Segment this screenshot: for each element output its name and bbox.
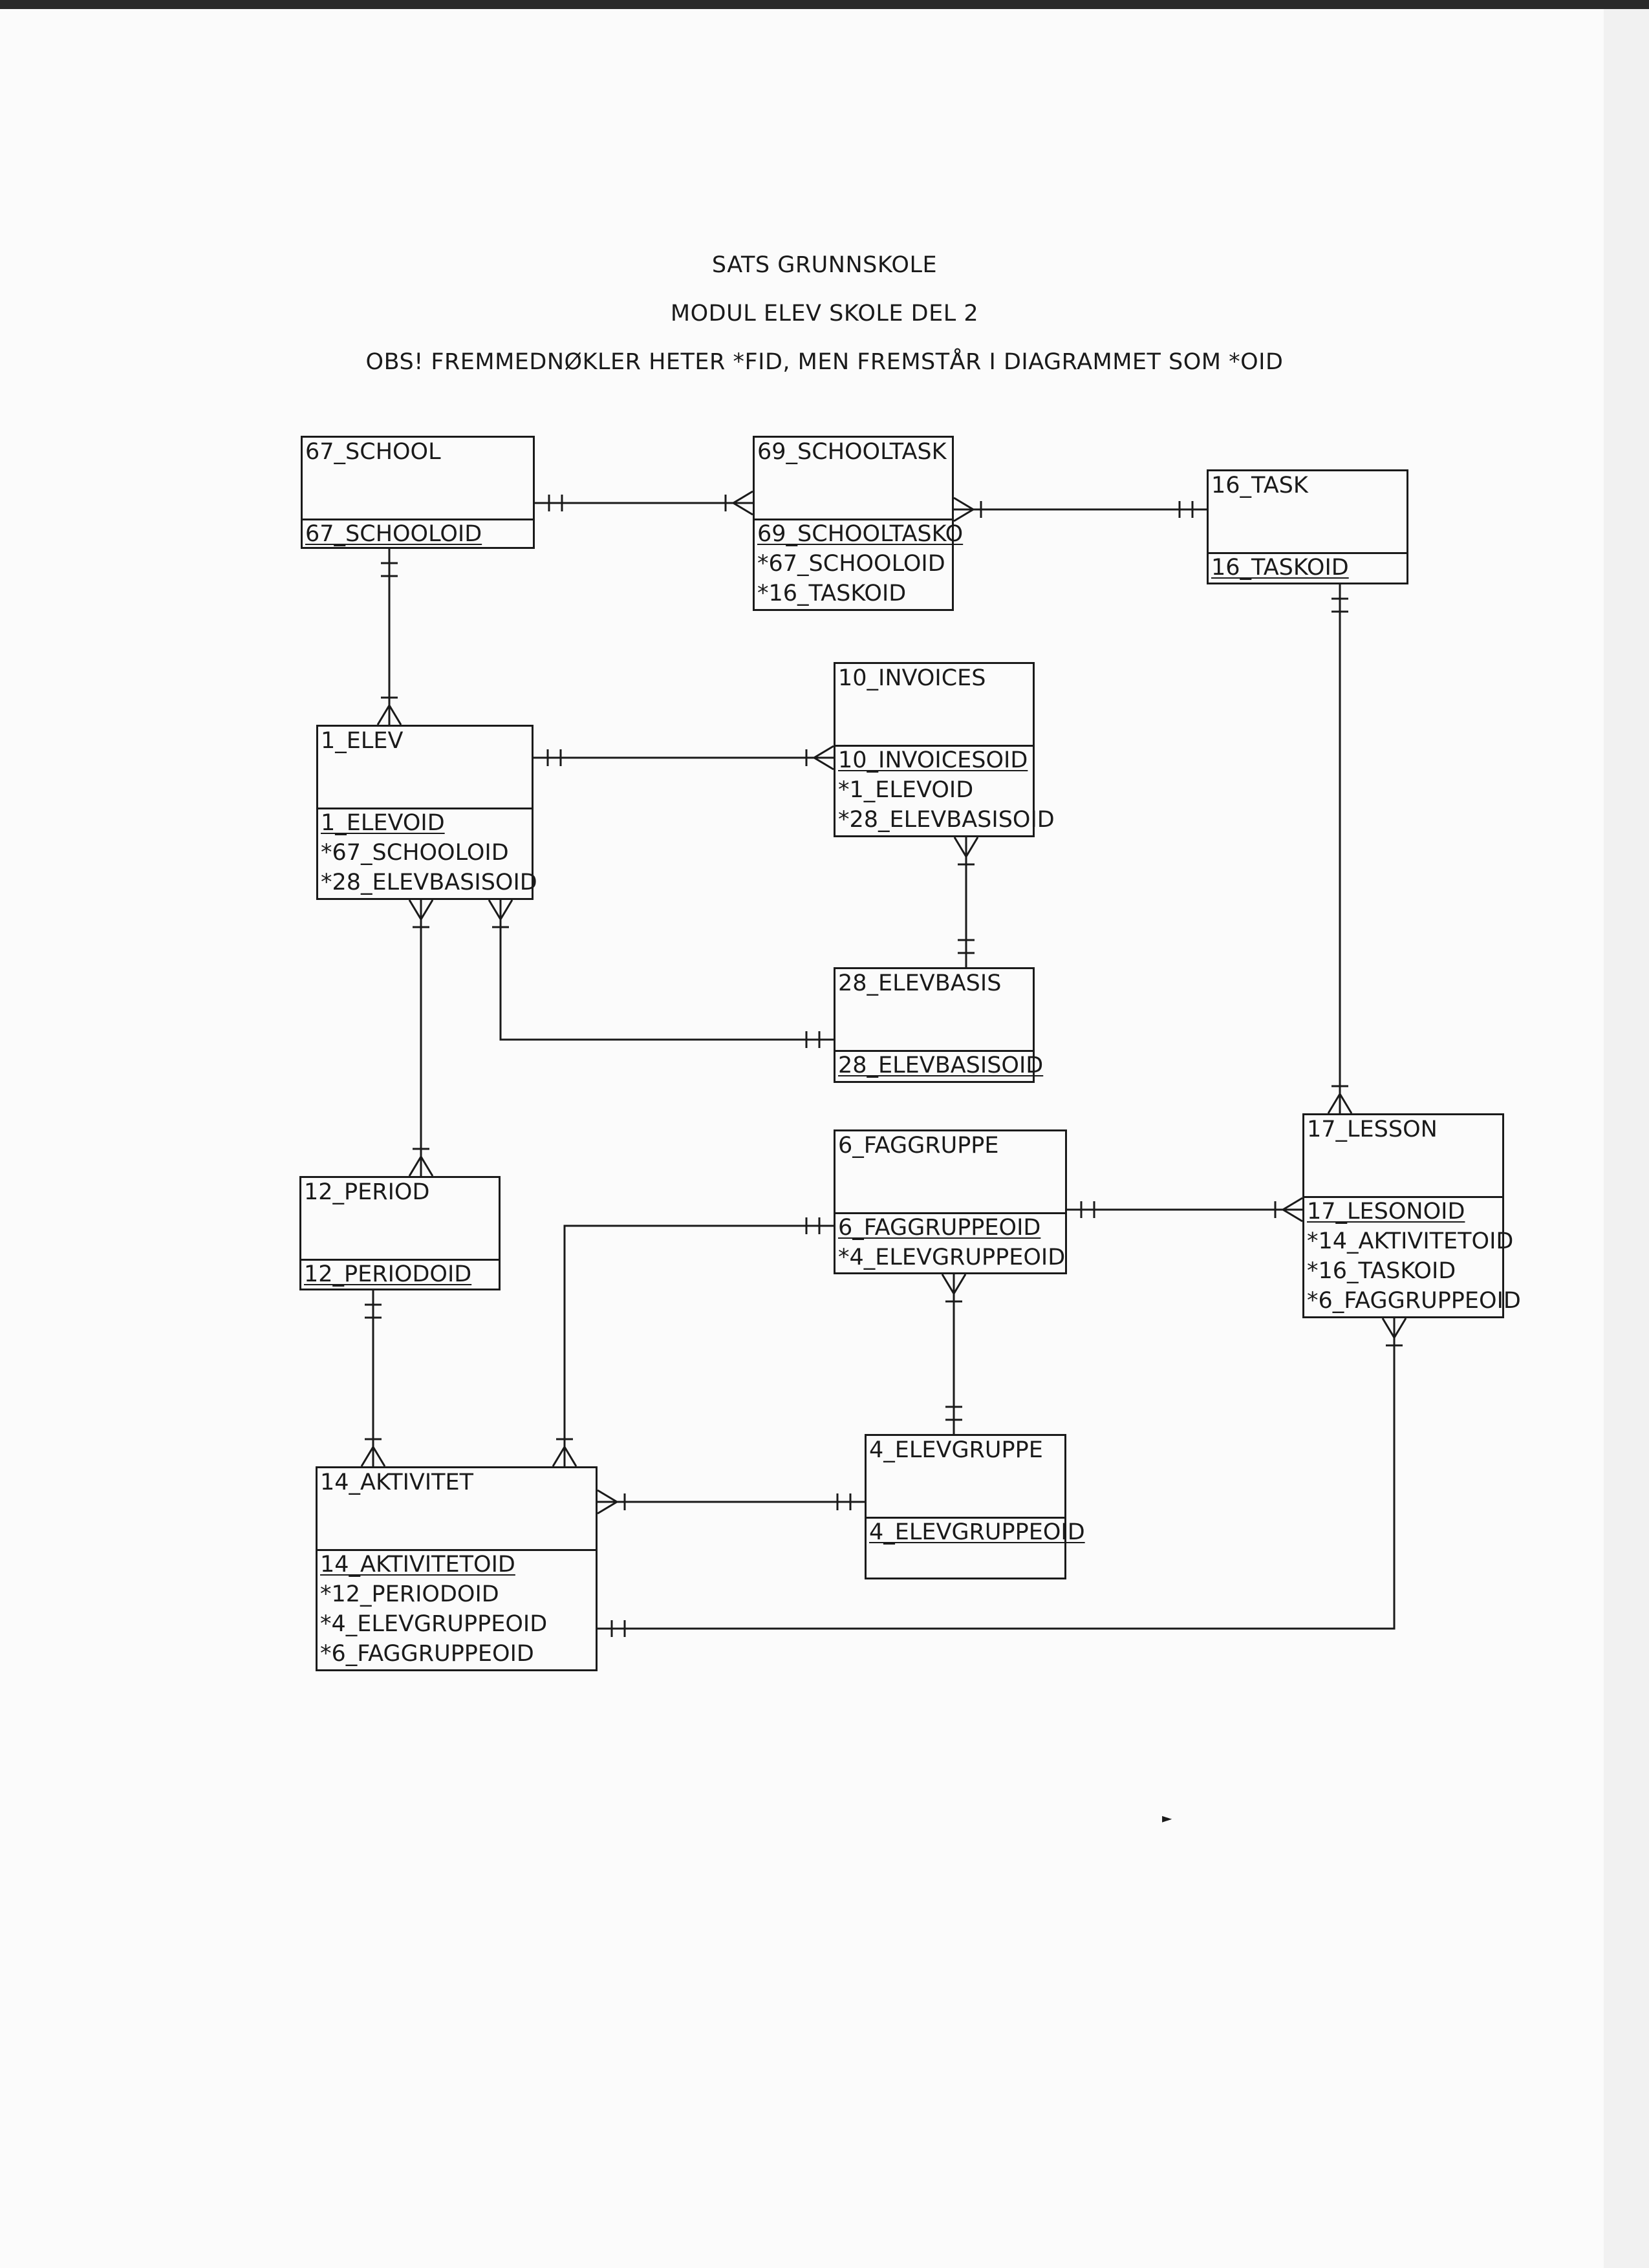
entity-period: 12_PERIOD 12_PERIODOID: [299, 1176, 501, 1290]
entity-name: 67_SCHOOL: [305, 439, 441, 465]
entity-divider: [1209, 552, 1406, 554]
many-crowfoot: [941, 1274, 967, 1296]
entity-name: 6_FAGGRUPPE: [838, 1133, 999, 1159]
entity-attributes: 67_SCHOOLOID: [305, 519, 533, 549]
primary-key: 28_ELEVBASISOID: [838, 1053, 1044, 1078]
entity-attributes: 4_ELEVGRUPPEOID: [869, 1517, 1085, 1547]
diagram-subtitle: MODUL ELEV SKOLE DEL 2: [670, 301, 979, 326]
foreign-key: *28_ELEVBASISOID: [838, 807, 1055, 833]
entity-name: 17_LESSON: [1307, 1117, 1438, 1142]
foreign-key: *1_ELEVOID: [838, 777, 974, 803]
foreign-key: *28_ELEVBASISOID: [321, 870, 537, 895]
entity-attributes: 16_TASKOID: [1211, 553, 1406, 583]
entity-divider: [318, 808, 532, 809]
entity-school: 67_SCHOOL 67_SCHOOLOID: [301, 436, 535, 549]
many-crowfoot: [731, 490, 753, 516]
many-crowfoot: [953, 497, 975, 522]
many-crowfoot: [376, 703, 402, 725]
entity-attributes: 14_AKTIVITETOID *12_PERIODOID *4_ELEVGRUPP…: [320, 1550, 596, 1669]
many-crowfoot: [1381, 1318, 1407, 1340]
foreign-key: *6_FAGGRUPPEOID: [320, 1641, 534, 1667]
entity-elevbasis: 28_ELEVBASIS 28_ELEVBASISOID: [834, 967, 1044, 1083]
many-crowfoot: [597, 1489, 619, 1515]
diagram-note: OBS! FREMMEDNØKLER HETER *FID, MEN FREMS…: [365, 349, 1284, 375]
entity-divider: [835, 1212, 1065, 1214]
entity-name: 28_ELEVBASIS: [838, 970, 1002, 996]
entity-lesson: 17_LESSON 17_LESONOID *14_AKTIVITETOID *16_…: [1302, 1113, 1521, 1318]
entity-name: 12_PERIOD: [304, 1179, 430, 1205]
stray-arrow-mark: ►: [1162, 1810, 1172, 1826]
many-crowfoot: [488, 899, 513, 921]
many-crowfoot: [408, 1155, 434, 1177]
foreign-key: *14_AKTIVITETOID: [1307, 1228, 1514, 1254]
entity-attributes: 10_INVOICESOID *1_ELEVOID *28_ELEVBASISOID: [838, 745, 1055, 835]
many-crowfoot: [1281, 1197, 1303, 1223]
entity-divider: [1304, 1196, 1502, 1198]
entity-attributes: 6_FAGGRUPPEOID *4_ELEVGRUPPEOID: [838, 1213, 1065, 1272]
entity-divider: [318, 1549, 596, 1551]
relationship-aktivitet-lesson: [598, 1318, 1396, 1630]
diagram-title: SATS GRUNNSKOLE: [711, 252, 938, 278]
entity-divider: [867, 1517, 1064, 1519]
many-crowfoot: [552, 1445, 577, 1467]
entity-faggruppe: 6_FAGGRUPPE 6_FAGGRUPPEOID *4_ELEVGRUPPEOI…: [834, 1129, 1067, 1274]
entity-attributes: 1_ELEVOID *67_SCHOOLOID *28_ELEVBASISOID: [321, 808, 537, 897]
foreign-key: *16_TASKOID: [1307, 1258, 1456, 1284]
entity-divider: [835, 1050, 1033, 1052]
entity-divider: [755, 519, 952, 520]
primary-key: 6_FAGGRUPPEOID: [838, 1215, 1041, 1241]
entity-attributes: 28_ELEVBASISOID: [838, 1051, 1044, 1080]
entity-name: 1_ELEV: [321, 728, 404, 754]
primary-key: 4_ELEVGRUPPEOID: [869, 1519, 1085, 1545]
primary-key: 10_INVOICESOID: [838, 747, 1028, 773]
primary-key: 1_ELEVOID: [321, 810, 445, 836]
foreign-key: *12_PERIODOID: [320, 1581, 499, 1607]
entity-name: 69_SCHOOLTASK: [757, 439, 947, 465]
entity-attributes: 69_SCHOOLTASKO *67_SCHOOLOID *16_TASKOID: [757, 519, 964, 608]
entity-divider: [835, 745, 1033, 747]
many-crowfoot: [408, 899, 434, 921]
scan-edge-top: [0, 0, 1649, 9]
entity-attributes: 17_LESONOID *14_AKTIVITETOID *16_TASKOID *6…: [1307, 1197, 1521, 1316]
entity-name: 16_TASK: [1211, 473, 1308, 498]
entity-name: 14_AKTIVITET: [320, 1470, 474, 1495]
entity-invoices: 10_INVOICES 10_INVOICESOID *1_ELEVOID *28_E…: [834, 662, 1055, 837]
primary-key: 67_SCHOOLOID: [305, 521, 482, 547]
entity-divider: [303, 519, 533, 520]
foreign-key: *4_ELEVGRUPPEOID: [838, 1245, 1066, 1270]
entity-elevgruppe: 4_ELEVGRUPPE 4_ELEVGRUPPEOID: [865, 1434, 1085, 1579]
entity-aktivitet: 14_AKTIVITET 14_AKTIVITETOID *12_PERIODOID…: [316, 1466, 598, 1671]
primary-key: 12_PERIODOID: [304, 1261, 472, 1287]
entity-divider: [301, 1259, 499, 1261]
scan-edge-right: [1604, 9, 1649, 2268]
foreign-key: *6_FAGGRUPPEOID: [1307, 1288, 1521, 1314]
primary-key: 14_AKTIVITETOID: [320, 1552, 515, 1578]
foreign-key: *4_ELEVGRUPPEOID: [320, 1611, 548, 1637]
foreign-key: *67_SCHOOLOID: [321, 840, 509, 866]
relationship-faggruppe-aktivitet: [563, 1225, 834, 1466]
many-crowfoot: [360, 1445, 386, 1467]
foreign-key: *16_TASKOID: [757, 581, 907, 606]
entity-attributes: 12_PERIODOID: [304, 1259, 499, 1289]
entity-schooltask: 69_SCHOOLTASK 69_SCHOOLTASKO *67_SCHOOLOID…: [753, 436, 964, 611]
primary-key: 69_SCHOOLTASKO: [757, 521, 964, 547]
many-crowfoot: [953, 837, 979, 859]
entity-name: 4_ELEVGRUPPE: [869, 1437, 1043, 1463]
entity-elev: 1_ELEV 1_ELEVOID *67_SCHOOLOID *28_ELEVBASI…: [316, 725, 537, 900]
entity-task: 16_TASK 16_TASKOID: [1207, 469, 1408, 584]
entity-name: 10_INVOICES: [838, 665, 986, 691]
foreign-key: *67_SCHOOLOID: [757, 551, 945, 577]
primary-key: 16_TASKOID: [1211, 555, 1349, 581]
many-crowfoot: [812, 745, 834, 771]
primary-key: 17_LESONOID: [1307, 1199, 1465, 1225]
many-crowfoot: [1327, 1092, 1353, 1114]
relationship-elev-elevbasis: [499, 900, 834, 1041]
